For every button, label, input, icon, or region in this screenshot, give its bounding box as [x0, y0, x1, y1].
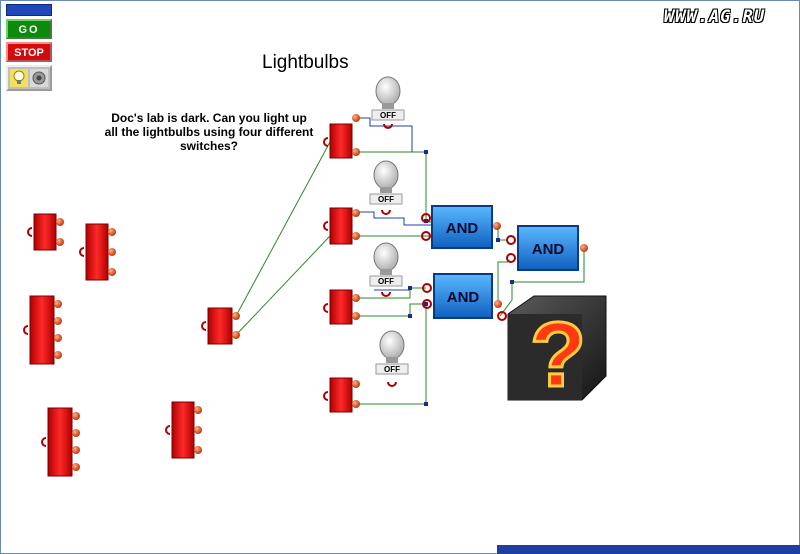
bulb-state-label: OFF [384, 365, 400, 374]
and-gate[interactable]: AND [421, 205, 501, 249]
wire [358, 303, 426, 317]
lightbulb-icon [10, 69, 28, 87]
mystery-box[interactable]: ? [497, 295, 607, 408]
wire [358, 117, 413, 152]
taskbar-fragment [497, 545, 800, 554]
lightbulb[interactable]: OFF [371, 76, 405, 129]
bulb-state-label: OFF [380, 111, 396, 120]
board-splitter[interactable] [323, 114, 360, 159]
lightbulb[interactable]: OFF [375, 330, 409, 387]
part-splitter-3[interactable] [165, 401, 202, 459]
board-splitter[interactable] [201, 307, 240, 345]
wire [358, 287, 426, 299]
bulb-state-label: OFF [378, 195, 394, 204]
part-splitter-2[interactable] [27, 213, 64, 251]
question-mark: ? [530, 304, 586, 406]
title-strip [6, 4, 52, 16]
and-gate[interactable]: AND [506, 225, 588, 271]
lightbulb[interactable]: OFF [369, 160, 403, 215]
board-splitter[interactable] [323, 289, 360, 325]
wire [494, 261, 508, 305]
part-splitter-3[interactable] [79, 223, 116, 281]
site-watermark: WWW.AG.RU [664, 7, 766, 27]
gate-label: AND [532, 241, 565, 258]
puzzle-description: Doc's lab is dark. Can you light up all … [104, 111, 314, 153]
gate-label: AND [446, 220, 479, 237]
part-splitter-4[interactable] [23, 295, 62, 365]
wire [235, 235, 331, 336]
tools-button[interactable] [6, 65, 52, 91]
gate-label: AND [447, 289, 480, 306]
stop-button[interactable]: STOP [6, 42, 52, 62]
go-button[interactable]: GO [6, 19, 52, 39]
bulb-state-label: OFF [378, 277, 394, 286]
part-splitter-4[interactable] [41, 407, 80, 477]
wire [358, 211, 432, 226]
wire [235, 141, 331, 317]
board-splitter[interactable] [323, 207, 360, 245]
speaker-icon [30, 69, 48, 87]
puzzle-title: Lightbulbs [262, 52, 349, 73]
and-gate[interactable]: AND [422, 273, 502, 319]
board-splitter[interactable] [323, 377, 360, 413]
lightbulb[interactable]: OFF [369, 242, 403, 297]
